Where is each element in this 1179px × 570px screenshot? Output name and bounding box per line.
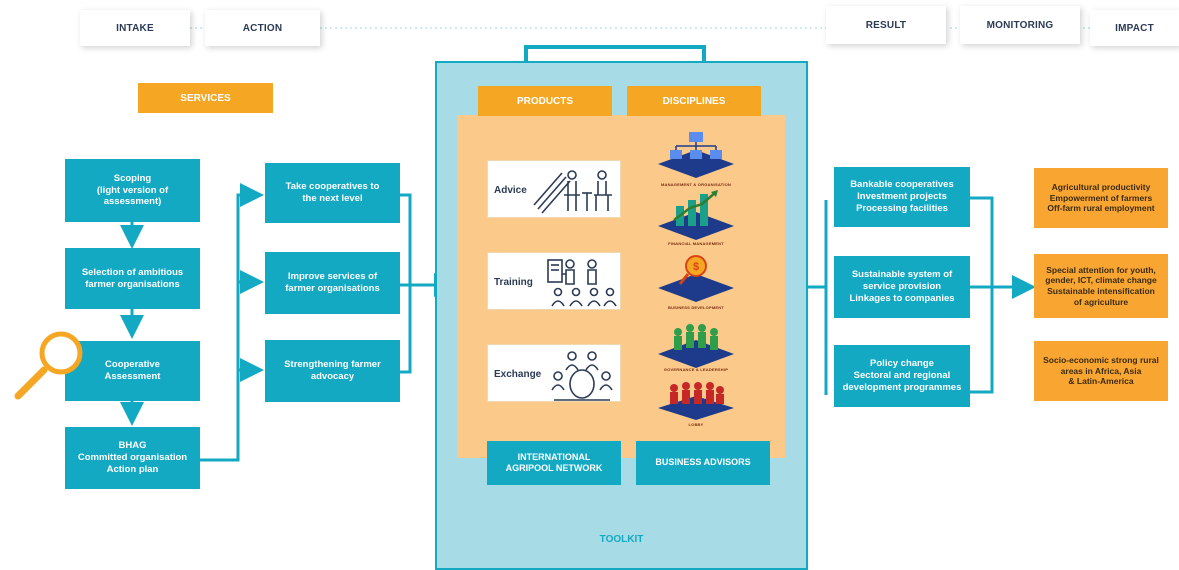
result-policy-change: Policy change Sectoral and regional deve… <box>834 345 970 407</box>
discipline-financial-label: FINANCIAL MANAGEMENT <box>668 241 724 246</box>
services-label: SERVICES <box>138 83 273 113</box>
exchange-table-icon <box>551 351 613 401</box>
discipline-business-label: BUSINESS DEVELOPMENT <box>667 305 724 310</box>
agripool-network-box: INTERNATIONAL AGRIPOOL NETWORK <box>487 441 621 485</box>
advice-meeting-icon <box>533 170 612 214</box>
result-bankable-cooperatives: Bankable cooperatives Investment project… <box>834 167 970 227</box>
management-organisation-icon <box>658 132 734 178</box>
training-class-icon <box>547 259 617 307</box>
impact-agricultural-productivity: Agricultural productivity Empowerment of… <box>1034 168 1168 228</box>
svg-text:$: $ <box>693 261 699 273</box>
action-step-advocacy: Strengthening farmer advocacy <box>265 340 400 402</box>
disciplines-header: DISCIPLINES <box>627 86 761 116</box>
phase-result: RESULT <box>826 6 946 44</box>
action-step-next-level: Take cooperatives to the next level <box>265 163 400 223</box>
impact-strong-rural-areas: Socio-economic strong rural areas in Afr… <box>1034 341 1168 401</box>
products-header: PRODUCTS <box>478 86 612 116</box>
toolkit-handle <box>524 45 706 63</box>
intake-step-assessment: Cooperative Assessment <box>65 341 200 401</box>
result-sustainable-system: Sustainable system of service provision … <box>834 256 970 318</box>
governance-leadership-icon <box>658 324 734 368</box>
phase-impact: IMPACT <box>1090 10 1179 46</box>
discipline-governance-label: GOVERNANCE & LEADERSHIP <box>663 367 729 372</box>
intake-step-scoping: Scoping (light version of assessment) <box>65 159 200 222</box>
product-exchange: Exchange <box>487 344 621 402</box>
magnifier-icon <box>14 331 83 400</box>
discipline-management-label: MANAGEMENT & ORGANISATION <box>660 182 732 187</box>
product-advice: Advice <box>487 160 621 218</box>
intake-step-selection: Selection of ambitious farmer organisati… <box>65 248 200 309</box>
business-advisors-box: BUSINESS ADVISORS <box>636 441 770 485</box>
action-step-improve-services: Improve services of farmer organisations <box>265 252 400 314</box>
lobby-icon <box>658 382 734 420</box>
phase-action: ACTION <box>205 10 320 46</box>
phase-intake: INTAKE <box>80 10 190 46</box>
impact-special-attention: Special attention for youth, gender, ICT… <box>1034 254 1168 318</box>
product-training-label: Training <box>494 277 533 288</box>
financial-management-icon <box>658 190 734 240</box>
intake-step-bhag: BHAG Committed organisation Action plan <box>65 427 200 489</box>
product-exchange-label: Exchange <box>494 369 542 380</box>
business-development-icon: $ <box>658 255 734 302</box>
product-advice-label: Advice <box>494 185 527 196</box>
product-training: Training <box>487 252 621 310</box>
discipline-lobby-label: LOBBY <box>688 422 704 427</box>
toolkit-label: TOOLKIT <box>599 534 644 545</box>
phase-monitoring: MONITORING <box>960 6 1080 44</box>
